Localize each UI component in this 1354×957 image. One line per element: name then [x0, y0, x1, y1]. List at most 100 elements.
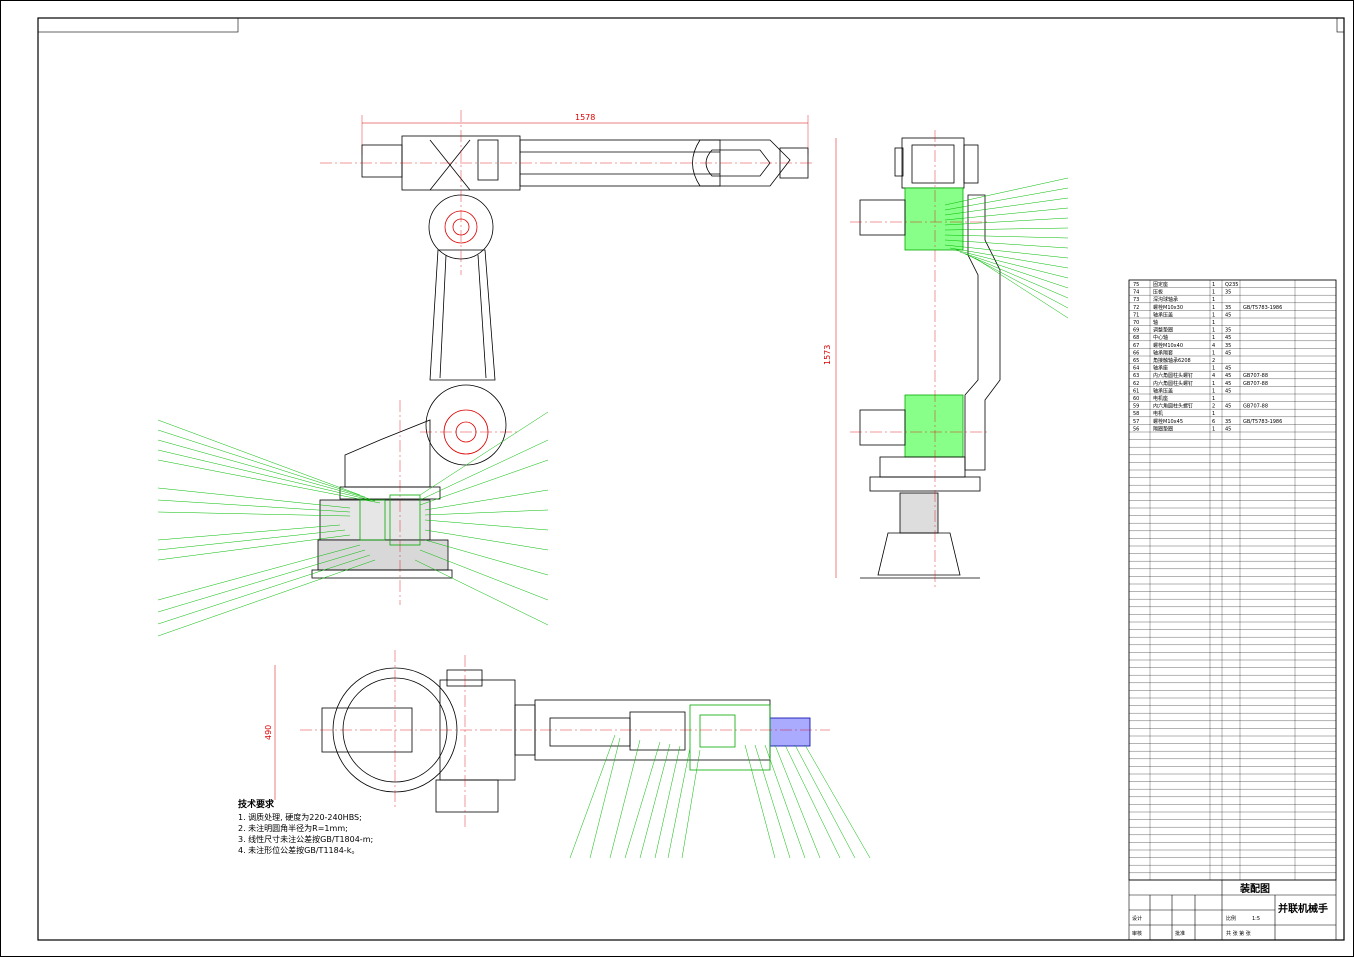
bom-cell: 65 [1133, 358, 1139, 364]
bom-cell: 1 [1212, 320, 1215, 326]
tb-drawn: 设计 [1132, 915, 1142, 922]
tech-line: 2. 未注明圆角半径为R=1mm; [238, 824, 348, 833]
front-view-leaders [157, 411, 549, 637]
bom-cell: GB707-88 [1243, 404, 1268, 410]
side-view-leaders [944, 177, 1069, 319]
bom-cell: 60 [1133, 396, 1139, 402]
bom-cell: 1 [1212, 381, 1215, 387]
bom-cell: 角接触轴承6208 [1153, 357, 1191, 364]
bom-cell: 72 [1133, 305, 1139, 311]
bom-cell: 调整垫圈 [1153, 327, 1173, 334]
bom-cell: 61 [1133, 388, 1139, 394]
tb-checked: 审核 [1132, 930, 1142, 937]
bom-cell: 1 [1212, 328, 1215, 334]
bom-cell: 轴 [1153, 319, 1158, 326]
bom-cell: 4 [1212, 343, 1215, 349]
bom-cell: 4 [1212, 373, 1215, 379]
bom-cell: 45 [1225, 388, 1231, 394]
bom-cell: 螺栓M10x40 [1153, 342, 1183, 349]
bom-cell: 1 [1212, 312, 1215, 318]
bom-cell: 1 [1212, 290, 1215, 296]
title-block [1128, 879, 1337, 941]
tech-line: 3. 线性尺寸未注公差按GB/T1804-m; [238, 835, 374, 844]
bom-cell: GB707-88 [1243, 373, 1268, 379]
dim-width-label: 1578 [575, 113, 595, 122]
bom-cell: 45 [1225, 426, 1231, 432]
tb-scale-label: 比例 [1226, 915, 1236, 922]
bom-cell: GB/T5783-1986 [1243, 419, 1282, 425]
bom-cell: 70 [1133, 320, 1139, 326]
bom-cell: 58 [1133, 411, 1139, 417]
bom-cell: 轴承压盖 [1153, 387, 1173, 394]
bom-cell: 隔圈垫圈 [1153, 425, 1173, 432]
bom-cell: 75 [1133, 282, 1139, 288]
bom-cell: 66 [1133, 350, 1139, 356]
bom-cell: 59 [1133, 404, 1139, 410]
bom-cell: 45 [1225, 404, 1231, 410]
bom-cell: 45 [1225, 335, 1231, 341]
bom-cell: 56 [1133, 426, 1139, 432]
bom-cell: 内六角圆柱头螺钉 [1153, 372, 1193, 379]
bom-cell: 电机座 [1153, 395, 1168, 402]
bom-cell: 1 [1212, 426, 1215, 432]
bom-cell: 68 [1133, 335, 1139, 341]
bom-cell: 轴承压盖 [1153, 311, 1173, 318]
bom-cell: 固定座 [1153, 281, 1168, 288]
bom-cell: 74 [1133, 290, 1139, 296]
bom-cell: 压板 [1153, 289, 1163, 296]
bom-cell: 67 [1133, 343, 1139, 349]
tech-title: 技术要求 [238, 800, 275, 810]
bom-cell: 螺栓M10x45 [1153, 418, 1183, 425]
bom-cell: 1 [1212, 305, 1215, 311]
bom-cell: 1 [1212, 282, 1215, 288]
bom-cell: 2 [1212, 358, 1215, 364]
bom-cell: 45 [1225, 366, 1231, 372]
front-view [311, 110, 815, 605]
bom-cell: 62 [1133, 381, 1139, 387]
product-name: 并联机械手 [1278, 902, 1328, 915]
bom-cell: 内六角圆柱头螺钉 [1153, 380, 1193, 387]
bom-cell: 深沟球轴承 [1153, 296, 1178, 303]
bom-cell: 71 [1133, 312, 1139, 318]
tb-sheet: 共 张 第 张 [1226, 930, 1251, 937]
bom-cell: 轴承隔套 [1153, 349, 1173, 356]
corner-box [37, 17, 239, 33]
tb-scale: 1:5 [1252, 916, 1260, 922]
bom-cell: 64 [1133, 366, 1139, 372]
bom-cell: 57 [1133, 419, 1139, 425]
bom-cell: 35 [1225, 328, 1231, 334]
inner-frame [37, 17, 1345, 941]
bom-cell: 电机 [1153, 410, 1163, 417]
bom-cell: GB707-88 [1243, 381, 1268, 387]
bom-cell: 69 [1133, 328, 1139, 334]
bom-cell: 2 [1212, 404, 1215, 410]
dim-height-label: 1573 [823, 345, 832, 365]
dim-depth-label: 490 [264, 725, 273, 740]
bom-cell: 螺栓M10x30 [1153, 304, 1183, 311]
bom-cell: 1 [1212, 335, 1215, 341]
bom-cell: GB/T5783-1986 [1243, 305, 1282, 311]
bom-cell: 1 [1212, 366, 1215, 372]
bom-cell: 73 [1133, 297, 1139, 303]
bom-cell: 1 [1212, 388, 1215, 394]
drawing-title: 装配图 [1239, 882, 1270, 895]
bom-cell: 35 [1225, 419, 1231, 425]
bom-cell: 1 [1212, 396, 1215, 402]
tb-approved: 批准 [1175, 930, 1185, 937]
bom-cell: 35 [1225, 290, 1231, 296]
bom-cell: 45 [1225, 350, 1231, 356]
bom-cell: 1 [1212, 297, 1215, 303]
bom-cell: 1 [1212, 350, 1215, 356]
bom-cell: 中心轴 [1153, 334, 1168, 341]
bom-cell: 45 [1225, 381, 1231, 387]
bom-cell: 45 [1225, 312, 1231, 318]
tech-line: 1. 调质处理, 硬度为220-240HBS; [238, 813, 362, 822]
bom-cell: 6 [1212, 419, 1215, 425]
tech-requirements: 技术要求 1. 调质处理, 硬度为220-240HBS; 2. 未注明圆角半径为… [238, 797, 438, 856]
bom-cell: 45 [1225, 373, 1231, 379]
bom-cell: 内六角圆柱头螺钉 [1153, 403, 1193, 410]
bom-cell: Q235 [1225, 282, 1238, 288]
bom-cell: 35 [1225, 305, 1231, 311]
